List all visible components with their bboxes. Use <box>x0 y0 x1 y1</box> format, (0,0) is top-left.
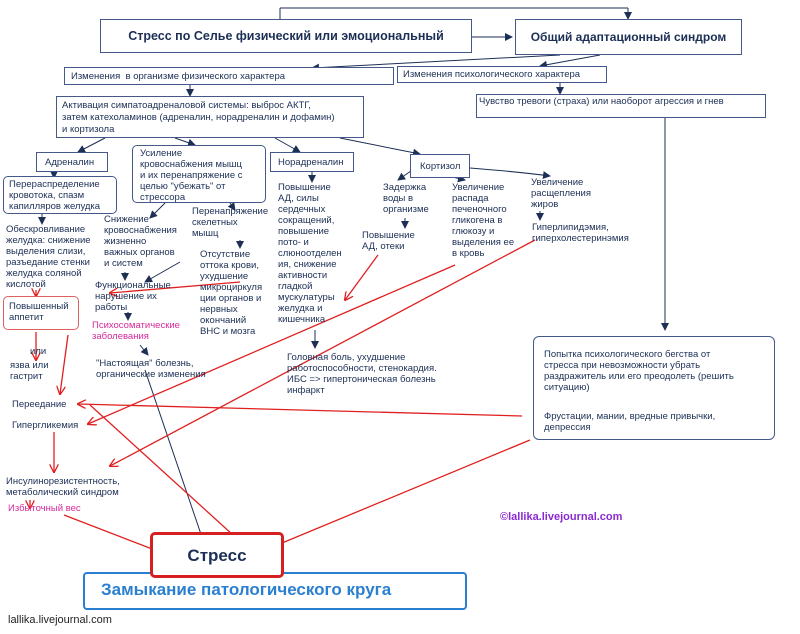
reduced-supply-text: Снижение кровоснабжения жизненно важных … <box>104 214 177 269</box>
headache-text: Головная боль, ухудшение работоспособнос… <box>287 352 437 396</box>
copyright-text: ©lallika.livejournal.com <box>500 511 623 523</box>
appetite-box: Повышенный аппетит <box>3 296 79 330</box>
lipid-text: Гиперлипидэмия, гиперхолестеринэмия <box>532 222 629 244</box>
adrenalin-label: Адреналин <box>45 157 95 168</box>
escape-label: Попытка психологического бегства от стре… <box>544 349 734 393</box>
overeating-text: Переедание <box>12 399 67 410</box>
arrow-to-stress-blue <box>144 369 207 547</box>
adrenalin-box: Адреналин <box>36 152 108 172</box>
cortisol-label: Кортизол <box>420 161 461 172</box>
selye-stress-box: Стресс по Селье физический или эмоционал… <box>100 19 472 53</box>
psych-changes-label: Изменения психологического характера <box>403 69 581 80</box>
outflow-text: Отсутствие оттока крови, ухудшение микро… <box>200 249 263 337</box>
redistribution-box: Перераспределение кровотока, спазм капил… <box>3 176 117 214</box>
real-disease-text: "Настоящая" болезнь, органические измене… <box>96 358 206 380</box>
appetite-label: Повышенный аппетит <box>9 301 69 323</box>
watermark-text: lallika.livejournal.com <box>8 614 112 626</box>
redistribution-label: Перераспределение кровотока, спазм капил… <box>9 179 101 212</box>
insulin-text: Инсулинорезистентность, метаболический с… <box>6 476 120 498</box>
water-text: Задержка воды в организме <box>383 182 429 215</box>
hyperglycemia-text: Гипергликемия <box>12 420 79 431</box>
psychosomatic-text: Психосоматические заболевания <box>92 320 180 342</box>
blood-flow-label: Усиление кровоснабжения мышц и их перена… <box>140 148 243 203</box>
gas-box: Общий адаптационный синдром <box>515 19 742 55</box>
noradrenalin-label: Норадреналин <box>278 157 344 168</box>
bp-edema-text: Повышение АД, отеки <box>362 230 415 252</box>
fat-text: Увеличение расщепления жиров <box>531 177 591 210</box>
anxiety-label: Чувство тревоги (страха) или наоборот аг… <box>479 96 724 107</box>
physical-changes-label: Изменения в организме физического характ… <box>71 71 286 82</box>
stress-box: Стресс <box>150 532 284 578</box>
escape-box: Попытка психологического бегства от стре… <box>533 336 775 440</box>
noradrenalin-box: Норадреналин <box>270 152 354 172</box>
ulcer-text: язва или гастрит <box>10 360 49 382</box>
psych-changes-box: Изменения психологического характера <box>397 66 607 83</box>
frustration-label: Фрустации, мании, вредные привычки, депр… <box>544 411 716 433</box>
sympatho-label: Активация симпатоадреналовой системы: вы… <box>62 100 335 135</box>
stomach-text: Обескровливание желудка: снижение выделе… <box>6 224 91 290</box>
arrow-gas-physical <box>311 54 561 72</box>
closure-label: Замыкание патологического круга <box>101 580 392 599</box>
closure-frame: Замыкание патологического круга <box>83 572 467 610</box>
anxiety-box: Чувство тревоги (страха) или наоборот аг… <box>476 94 766 118</box>
selye-stress-label: Стресс по Селье физический или эмоционал… <box>128 29 444 43</box>
overstrain-text: Перенапряжение скелетных мышц <box>192 206 269 239</box>
blood-flow-box: Усиление кровоснабжения мышц и их перена… <box>132 145 266 203</box>
functional-text: Функциональные нарушение их работы <box>95 280 171 313</box>
stress-label: Стресс <box>187 546 247 565</box>
or-text: или <box>30 346 47 357</box>
gas-label: Общий адаптационный синдром <box>530 30 727 44</box>
sympatho-box: Активация симпатоадреналовой системы: вы… <box>56 96 364 138</box>
cortisol-box: Кортизол <box>410 154 470 178</box>
glycogen-text: Увеличение распада печеночного гликогена… <box>452 182 515 259</box>
arrow-gas-psych <box>539 54 601 69</box>
heart-text: Повышение АД, силы сердечных сокращений,… <box>278 182 342 325</box>
excess-weight-text: Избыточный вес <box>8 503 81 514</box>
physical-changes-box: Изменения в организме физического характ… <box>64 67 394 85</box>
